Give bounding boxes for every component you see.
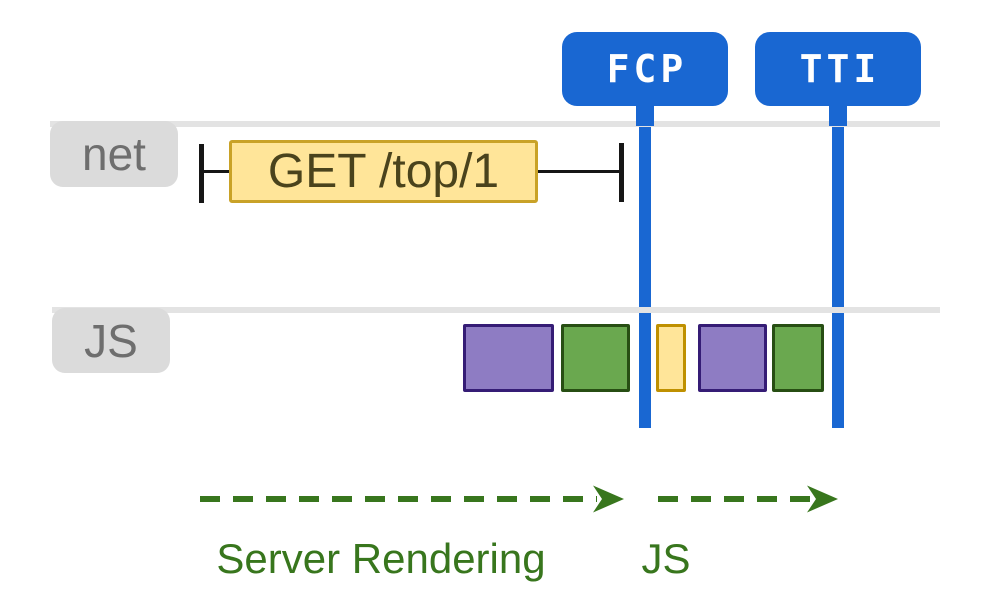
yellow-js-chunk — [656, 324, 686, 392]
phase-label-server-rendering: Server Rendering — [216, 535, 546, 582]
phase-arrow-head-1 — [807, 485, 838, 513]
green-js-chunk — [561, 324, 630, 392]
js-track-tab: JS — [52, 308, 170, 373]
tti-badge-label: TTI — [799, 47, 881, 91]
fcp-badge-label: FCP — [606, 47, 688, 91]
js-track-line — [52, 307, 940, 313]
net-request-bar: GET /top/1 — [229, 140, 538, 203]
purple-js-chunk — [698, 324, 767, 392]
js-track-label: JS — [84, 314, 138, 367]
tti-badge: TTI — [755, 32, 921, 106]
purple-js-chunk — [463, 324, 554, 392]
tti-marker-line — [832, 100, 844, 428]
phase-arrow-head-0 — [593, 485, 624, 513]
fcp-marker-line — [639, 100, 651, 428]
green-js-chunk — [772, 324, 824, 392]
fcp-badge: FCP — [562, 32, 728, 106]
net-track-tab: net — [50, 121, 178, 187]
net-track-label: net — [82, 128, 146, 180]
net-track-line — [50, 121, 940, 127]
phase-label-js: JS — [641, 535, 691, 582]
net-request-label: GET /top/1 — [267, 144, 500, 198]
